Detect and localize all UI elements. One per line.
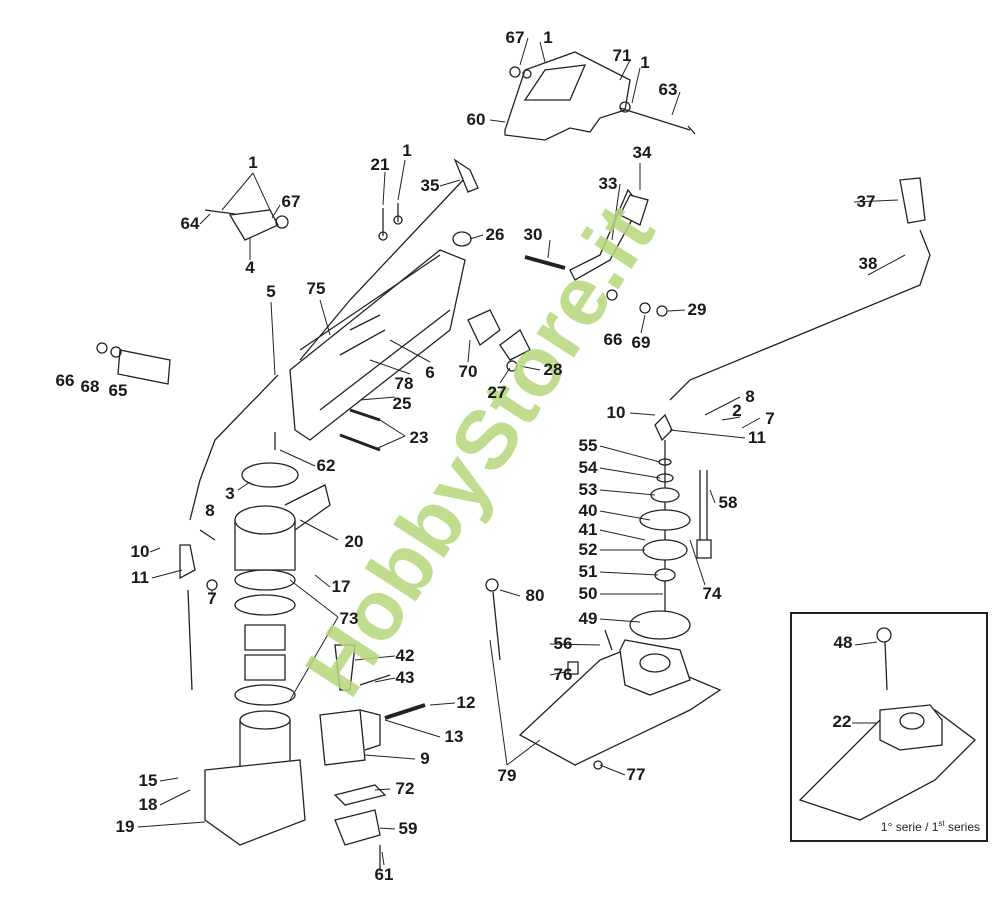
cover-part-60 [504,51,631,141]
callout-label: 77 [626,765,646,784]
callout-label: 1 [640,53,650,72]
callout-label: 11 [748,428,766,447]
callout-label: 1 [402,141,412,160]
callout-label: 66 [55,371,75,390]
callout-label: 63 [658,80,678,99]
inset-caption: 1° serie / 1st series [880,819,980,834]
callout-label: 33 [598,174,618,193]
callout-label: 40 [578,501,598,520]
callout-label: 51 [578,562,598,581]
callout-label: 21 [370,155,390,174]
callout-label: 18 [138,795,158,814]
callout-label: 12 [456,693,476,712]
callout-label: 34 [632,143,652,162]
callout-label: 80 [525,586,545,605]
bolt-63 [619,107,696,135]
rod-5 [189,374,279,521]
callout-label: 59 [398,819,418,838]
callout-label: 75 [306,279,326,298]
plate-3 [241,462,299,488]
callout-label: 72 [395,779,415,798]
callout-label: 73 [339,609,359,628]
callout-label: 55 [578,436,598,455]
callout-label: 8 [745,387,755,406]
callout-label: 7 [207,589,217,608]
callout-label: 28 [543,360,563,379]
inset-housing-drawing [798,627,976,821]
rod-38 [669,229,931,401]
callout-label: 15 [138,771,158,790]
gearbox-housing [518,649,722,766]
callout-label: 76 [553,665,573,684]
callout-label: 49 [578,609,598,628]
callout-label: 9 [420,749,430,768]
callout-label: 20 [344,532,364,551]
callout-label: 52 [578,540,598,559]
callout-label: 38 [858,254,878,273]
callout-label: 53 [578,480,598,499]
knob-37 [899,177,926,224]
callout-label: 56 [553,634,573,653]
callout-label: 30 [523,225,543,244]
callout-label: 66 [603,330,623,349]
callout-label: 10 [130,542,150,561]
callout-label: 70 [458,362,478,381]
callout-label: 10 [606,403,626,422]
callout-label: 19 [115,817,135,836]
bracket-9 [319,709,366,766]
callout-label: 4 [245,258,255,277]
callout-label: 43 [395,668,415,687]
callout-label: 69 [631,333,651,352]
callout-label: 23 [409,428,429,447]
callout-label: 1 [543,28,553,47]
callout-label: 3 [225,484,235,503]
callout-label: 1 [248,153,258,172]
callout-label: 67 [281,192,301,211]
callout-label: 17 [331,577,351,596]
callout-label: 11 [131,568,149,587]
callout-label: 37 [856,192,876,211]
callout-label: 65 [108,381,128,400]
callout-label: 41 [578,520,598,539]
callout-label: 60 [466,110,486,129]
callout-label: 8 [205,501,215,520]
callout-label: 22 [832,712,852,731]
callout-label: 25 [392,394,412,413]
callout-label: 74 [702,584,722,603]
callout-label: 7 [765,409,775,428]
callout-label: 27 [487,383,507,402]
callout-label: 5 [266,282,276,301]
callout-label: 61 [374,865,394,884]
callout-label: 79 [497,766,517,785]
grip-65 [117,349,171,385]
callout-label: 54 [578,458,598,477]
inset-first-series: 1° serie / 1st series [790,612,988,842]
bracket-frame [289,249,466,441]
callout-label: 35 [420,176,440,195]
callout-label: 29 [687,300,707,319]
callout-label: 78 [394,374,414,393]
callout-label: 71 [612,46,632,65]
callout-label: 13 [444,727,464,746]
callout-label: 67 [505,28,525,47]
callout-label: 64 [180,214,200,233]
callout-label: 68 [80,377,100,396]
callout-label: 62 [316,456,336,475]
callout-label: 48 [833,633,853,652]
bracket-part-4 [228,209,279,241]
callout-label: 6 [425,363,435,382]
callout-label: 42 [395,646,415,665]
callout-label: 2 [732,401,742,420]
callout-label: 50 [578,584,598,603]
callout-label: 58 [718,493,738,512]
callout-label: 26 [485,225,505,244]
